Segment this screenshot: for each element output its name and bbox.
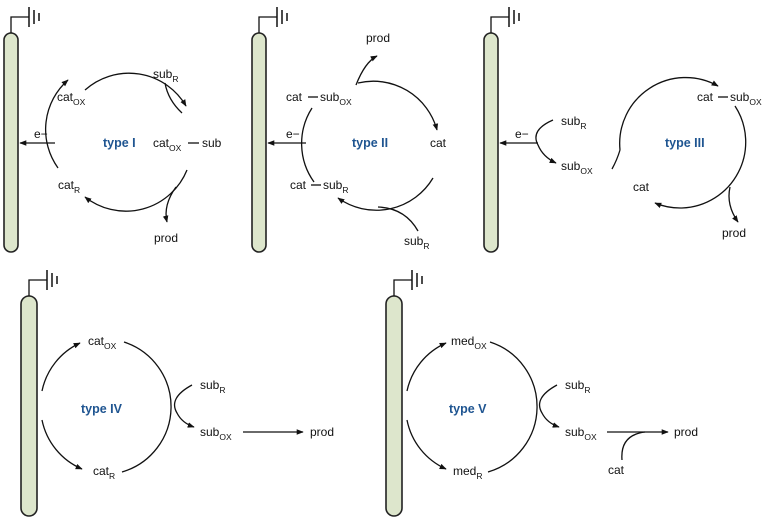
cycle-arc-upper-left <box>406 342 447 392</box>
cycle-arc-lower-left <box>406 419 447 470</box>
sub-ox-label: subOX <box>200 425 232 442</box>
electrode-bar <box>385 295 403 517</box>
med-ox-label: medOX <box>451 334 487 351</box>
ground-icon <box>28 7 40 27</box>
sub-ox-label: subOX <box>320 90 352 107</box>
cycle-arc-bottom <box>654 202 683 209</box>
cat-r-label: catR <box>58 178 80 195</box>
panel-type-2: e− prod cat subOX cat cat subR subR type… <box>251 7 447 253</box>
cycle-arc-top <box>619 76 719 151</box>
sub-r-label: subR <box>565 378 591 395</box>
cycle-arc-bottom <box>337 177 434 211</box>
cycle-arc-right <box>121 341 172 473</box>
cat-label: cat <box>697 90 714 104</box>
cycle-arc-right <box>681 105 747 209</box>
panel-type-5: medOX medR subR subOX prod cat type V <box>385 270 698 517</box>
cycle-arc-left <box>611 149 621 170</box>
substrate-arrow <box>164 82 183 114</box>
sub-r-label: subR <box>200 378 226 395</box>
cycle-arc-right <box>84 72 187 107</box>
cycle-arc-upper-left <box>41 342 81 392</box>
type-1-title: type I <box>103 136 136 150</box>
cycle-arc-lower <box>84 169 188 212</box>
cycle-arc-lower-left <box>41 419 83 470</box>
ground-wire <box>28 279 47 296</box>
sub-ox-label: subOX <box>565 425 597 442</box>
cat-free-label: cat <box>430 136 447 150</box>
med-r-label: medR <box>453 464 482 481</box>
cat-ox-label: catOX <box>57 90 86 107</box>
substrate-arc <box>535 119 557 164</box>
ground-wire <box>393 279 412 296</box>
cat-label: cat <box>290 178 307 192</box>
product-arrow <box>728 186 739 223</box>
prod-label: prod <box>366 31 390 45</box>
cat-ox-sub-complex: catOX <box>153 136 182 153</box>
electrode-bar <box>483 32 499 253</box>
type-3-title: type III <box>665 136 705 150</box>
substrate-arc <box>538 384 560 428</box>
ground-wire <box>258 16 277 33</box>
type-4-title: type IV <box>81 402 123 416</box>
cat-label: cat <box>286 90 303 104</box>
panel-type-4: catOX catR subR subOX prod type IV <box>20 270 334 517</box>
sub-label: sub <box>202 136 222 150</box>
product-arrow <box>355 55 378 86</box>
type-5-title: type V <box>449 402 487 416</box>
electron-label: e− <box>515 127 529 141</box>
ground-wire <box>490 16 509 33</box>
cycle-arc-right <box>487 341 538 473</box>
panel-type-3: e− subR subOX cat subOX cat prod type II… <box>483 7 762 253</box>
substrate-arc <box>173 384 195 428</box>
substrate-arrow <box>377 206 419 232</box>
cycle-arc-left <box>45 79 69 169</box>
ground-icon <box>46 270 58 290</box>
ground-wire <box>10 16 29 33</box>
ground-icon <box>508 7 520 27</box>
sub-r-label: subR <box>153 67 179 84</box>
electrode-bar <box>20 295 38 517</box>
product-arrow <box>162 186 177 223</box>
type-2-title: type II <box>352 136 388 150</box>
sub-r-label: subR <box>561 114 587 131</box>
prod-label: prod <box>310 425 334 439</box>
electron-label: e− <box>286 127 300 141</box>
cat-ox-label: catOX <box>88 334 117 351</box>
cycle-arc-left <box>300 107 315 183</box>
sub-ox-label: subOX <box>730 90 762 107</box>
sub-r-label: subR <box>404 234 430 251</box>
cycle-arc-top <box>357 80 439 131</box>
sub-ox-label: subOX <box>561 159 593 176</box>
prod-label: prod <box>154 231 178 245</box>
ground-icon <box>276 7 288 27</box>
cat-r-label: catR <box>93 464 115 481</box>
electrode-bar <box>3 32 19 253</box>
electron-label: e− <box>34 127 48 141</box>
prod-label: prod <box>674 425 698 439</box>
sub-r-label: subR <box>323 178 349 195</box>
panel-type-1: e− catOX catR subR catOX sub prod type I <box>3 7 222 253</box>
prod-label: prod <box>722 226 746 240</box>
electrode-bar <box>251 32 267 253</box>
ground-icon <box>411 270 423 290</box>
cat-label: cat <box>608 463 625 477</box>
catalyst-arc <box>621 431 646 461</box>
cat-free-label: cat <box>633 180 650 194</box>
